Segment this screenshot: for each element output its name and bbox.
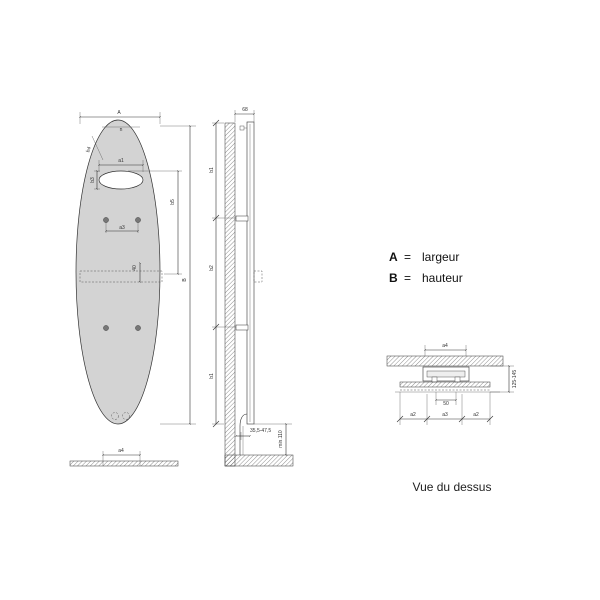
bracket-clip xyxy=(454,376,461,383)
legend-b-eq: = xyxy=(404,271,411,285)
dim-a2-left: a2 xyxy=(410,412,416,418)
wall-bracket xyxy=(235,215,249,222)
legend-b-key: B xyxy=(389,271,398,285)
caption: Vue du dessus xyxy=(413,480,492,494)
side-view: 68 b1 b2 b1 35,5-47,5 min.110 xyxy=(209,107,294,467)
oval-cutout xyxy=(98,170,144,190)
dim-a4-top: a4 xyxy=(442,343,448,349)
dim-35-47: 35,5-47,5 xyxy=(250,428,271,434)
front-view: A n b4 a1 b3 b5 B a3 xyxy=(69,110,196,467)
dim-a2-right: a2 xyxy=(473,412,479,418)
dim-a3: a3 xyxy=(119,225,125,231)
radiator-panel xyxy=(75,119,161,425)
dim-68: 68 xyxy=(242,107,248,113)
top-mark: n xyxy=(120,127,123,133)
wall-bracket xyxy=(235,324,249,331)
radiator-plate xyxy=(399,381,491,388)
dim-a3-top: a3 xyxy=(442,412,448,418)
fixing-point xyxy=(103,217,109,223)
dim-b4: b4 xyxy=(85,146,93,153)
bracket-inner xyxy=(426,370,466,378)
connector xyxy=(122,412,130,420)
legend-b-text: hauteur xyxy=(422,271,463,285)
dim-b3: b3 xyxy=(90,177,96,183)
radiator-side xyxy=(246,121,255,425)
dim-b5: b5 xyxy=(170,199,176,205)
legend-a-key: A xyxy=(389,250,398,264)
top-view: a4 125-145 50 a2 a3 a2 Vue du xyxy=(386,343,518,494)
dim-b2: b2 xyxy=(209,265,215,271)
bracket-outline xyxy=(79,270,163,283)
bracket-outline-side xyxy=(253,270,263,283)
connector xyxy=(111,412,119,420)
fixing-point xyxy=(135,217,141,223)
floor xyxy=(224,454,294,467)
wall xyxy=(224,122,236,467)
dim-40: 40 xyxy=(132,265,138,271)
dim-50: 50 xyxy=(443,401,449,407)
dim-b1-bottom: b1 xyxy=(209,373,215,379)
pipe xyxy=(239,413,248,455)
dim-a1: a1 xyxy=(118,158,124,164)
legend-a-text: largeur xyxy=(422,250,459,264)
bracket-clip xyxy=(431,376,438,383)
dim-B: B xyxy=(182,278,188,282)
legend: A = largeur B = hauteur xyxy=(389,250,463,285)
dim-125-145: 125-145 xyxy=(512,370,518,389)
wall-slab xyxy=(386,355,504,367)
fixing-point xyxy=(103,325,109,331)
top-clip xyxy=(239,125,245,131)
dim-min110: min.110 xyxy=(278,430,284,448)
floor-bar xyxy=(69,460,179,467)
legend-a-eq: = xyxy=(404,250,411,264)
dim-a4: a4 xyxy=(118,448,124,454)
dim-A: A xyxy=(117,110,121,116)
fixing-point xyxy=(135,325,141,331)
dim-b1-top: b1 xyxy=(209,167,215,173)
